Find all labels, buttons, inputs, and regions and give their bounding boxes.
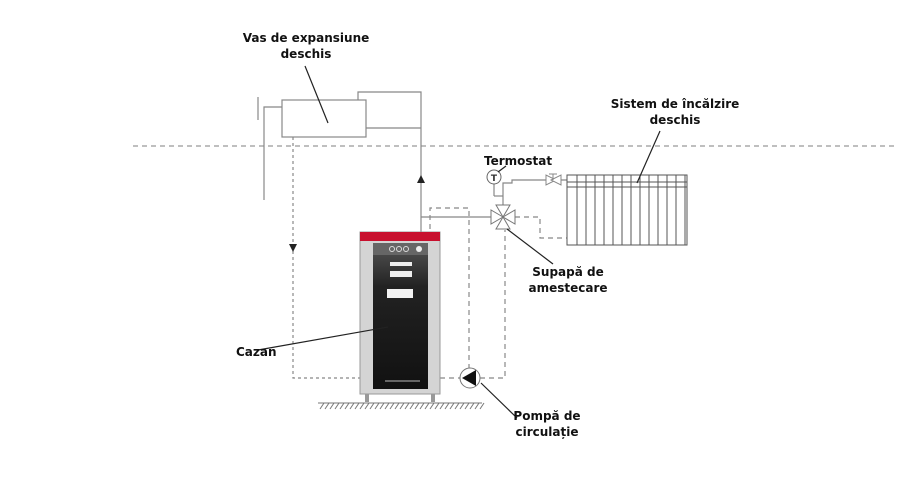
leader-heating-system (636, 130, 661, 184)
ground-hatch (449, 402, 455, 410)
leader-mixing-valve (506, 228, 554, 265)
label-line: Sistem de încălzire (610, 97, 740, 111)
ground-hatch (329, 402, 335, 410)
ground-hatch (339, 402, 345, 410)
ground-hatch (369, 402, 375, 410)
return-pipe (292, 137, 362, 379)
ground-hatch (409, 402, 415, 410)
ground-hatch (319, 402, 325, 410)
radiator (566, 174, 688, 246)
ground-hatch (474, 402, 480, 410)
ground-hatch (454, 402, 460, 410)
label-line: Vas de expansiune (242, 31, 370, 45)
label-line: Supapă de (532, 265, 604, 279)
ground-hatch (434, 402, 440, 410)
leader-thermostat (497, 165, 507, 173)
svg-text:T: T (491, 174, 498, 184)
radiator-valve-icon (545, 173, 562, 186)
mixing-valve-icon (490, 204, 516, 230)
ground-hatch (374, 402, 380, 410)
ground-hatch (444, 402, 450, 410)
leader-pump (480, 382, 518, 419)
ground-hatch (424, 402, 430, 410)
ground-hatch (429, 402, 435, 410)
ground-hatch (469, 402, 475, 410)
overflow-pipe (263, 106, 282, 200)
ground-hatch (464, 402, 470, 410)
leader-boiler (257, 326, 389, 351)
ground-hatch (419, 402, 425, 410)
label-line: amestecare (528, 281, 608, 295)
ground-hatch (404, 402, 410, 410)
ground-hatch (324, 402, 330, 410)
ground-hatch (359, 402, 365, 410)
thermostat-icon: T (486, 169, 502, 185)
ground-hatch (399, 402, 405, 410)
label-line: Pompă de (513, 409, 581, 423)
label-mixing-valve: Supapă de amestecare (528, 264, 608, 296)
ground-hatch (349, 402, 355, 410)
label-line: deschis (280, 47, 332, 61)
ground-hatch (384, 402, 390, 410)
ground-hatch (354, 402, 360, 410)
radiator-supply-pipe (502, 179, 567, 205)
ground-hatch (379, 402, 385, 410)
expansion-tank (281, 99, 367, 138)
circulation-pump-icon (459, 367, 481, 389)
ground-hatch (394, 402, 400, 410)
ground-hatch (334, 402, 340, 410)
ground (318, 402, 485, 410)
boiler (359, 231, 441, 402)
flow-arrow-down-icon (289, 244, 297, 252)
flow-arrow-up-icon (417, 175, 425, 183)
ground-hatch (479, 402, 485, 410)
label-line: deschis (649, 113, 701, 127)
ground-hatch (344, 402, 350, 410)
label-line: circulație (515, 425, 579, 439)
ground-hatch (414, 402, 420, 410)
ground-hatch (364, 402, 370, 410)
ground-hatch (459, 402, 465, 410)
leader-expansion-tank (304, 65, 329, 124)
ground-hatch (389, 402, 395, 410)
flow-pipe (357, 91, 422, 235)
label-pump: Pompă de circulație (508, 408, 586, 440)
ground-hatch (439, 402, 445, 410)
label-boiler: Cazan (236, 345, 277, 359)
label-thermostat: Termostat (484, 154, 553, 168)
label-heating-system: Sistem de încălzire deschis (600, 96, 750, 128)
bypass-pipe (429, 207, 470, 368)
label-expansion-tank: Vas de expansiune deschis (240, 30, 372, 62)
